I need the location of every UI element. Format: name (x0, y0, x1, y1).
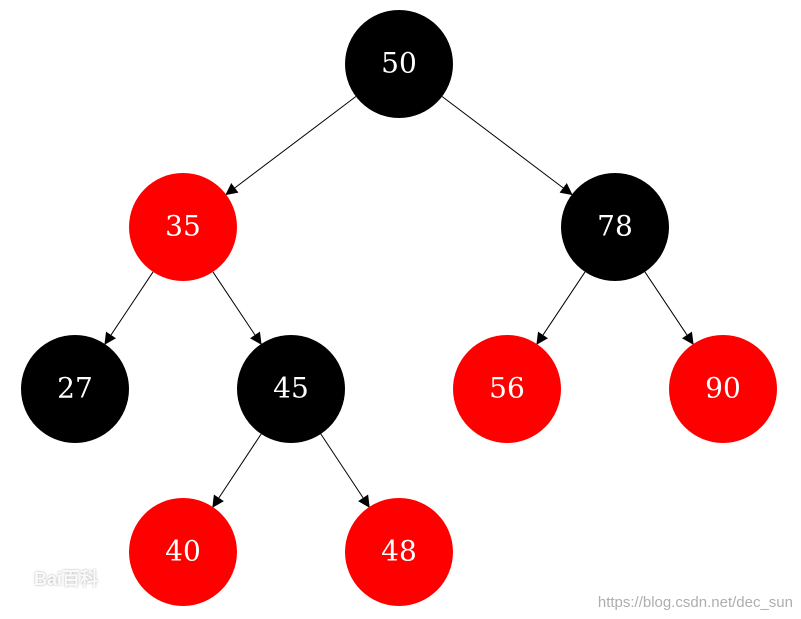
edge-35-45 (212, 271, 262, 345)
node-label: 40 (165, 535, 201, 568)
node-circle-black (21, 335, 129, 443)
node-circle-black (561, 173, 669, 281)
edge-45-40 (212, 433, 262, 508)
edge-45-48 (320, 433, 370, 508)
node-circle-black (345, 10, 453, 118)
tree-node-27: 27 (21, 335, 129, 443)
edges-layer (104, 96, 694, 508)
tree-node-35: 35 (129, 173, 237, 281)
edge-35-27 (104, 271, 154, 345)
node-label: 56 (489, 372, 525, 405)
node-label: 48 (381, 535, 417, 568)
tree-node-48: 48 (345, 498, 453, 606)
node-circle-red (453, 335, 561, 443)
csdn-watermark: https://blog.csdn.net/dec_sun (597, 594, 793, 611)
node-circle-red (669, 335, 777, 443)
node-circle-red (345, 498, 453, 606)
node-circle-black (237, 335, 345, 443)
node-label: 50 (381, 47, 417, 80)
node-circle-red (129, 498, 237, 606)
tree-node-45: 45 (237, 335, 345, 443)
node-label: 78 (597, 210, 633, 243)
edge-50-35 (225, 96, 357, 196)
tree-node-56: 56 (453, 335, 561, 443)
node-label: 35 (165, 210, 201, 243)
tree-node-50: 50 (345, 10, 453, 118)
node-label: 27 (57, 372, 93, 405)
tree-node-78: 78 (561, 173, 669, 281)
node-circle-red (129, 173, 237, 281)
nodes-layer: 50 35 78 27 45 56 90 40 48 (21, 10, 777, 606)
edge-78-90 (644, 271, 694, 345)
node-label: 90 (705, 372, 741, 405)
edge-78-56 (536, 271, 586, 345)
node-label: 45 (273, 372, 309, 405)
edge-50-78 (441, 96, 573, 196)
baidu-watermark: Bai百科 (34, 569, 99, 589)
tree-node-40: 40 (129, 498, 237, 606)
tree-node-90: 90 (669, 335, 777, 443)
